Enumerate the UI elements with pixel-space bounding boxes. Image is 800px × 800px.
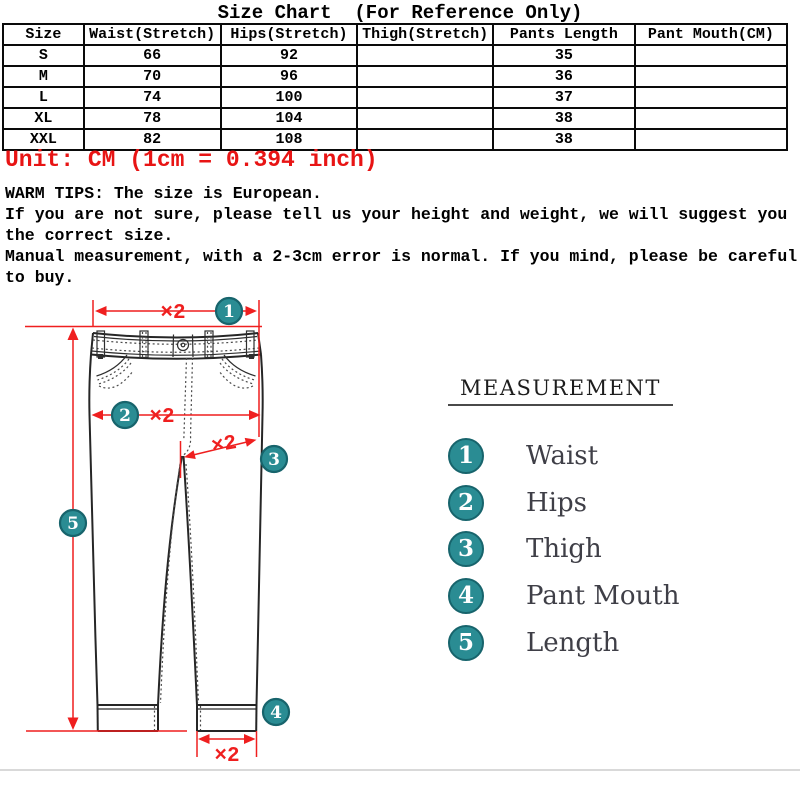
measurement-pant-mouth: ×2 4 <box>196 697 291 768</box>
size-cell: M <box>2 65 85 88</box>
tip-line: the correct size. <box>5 226 174 245</box>
marker-circle-3: 3 <box>259 444 289 474</box>
hips-cell: 100 <box>219 86 359 109</box>
times-label-hips: ×2 <box>149 406 174 429</box>
fly-stitch <box>183 357 194 456</box>
column-header-size: Size <box>2 23 85 46</box>
waist-cell: 82 <box>82 128 222 151</box>
legend-item: 4 Pant Mouth <box>448 573 748 620</box>
legend-item: 5 Length <box>448 619 748 666</box>
table-row: XL 78 104 38 <box>2 107 789 130</box>
column-header-pant-mouth: Pant Mouth(CM) <box>633 23 789 46</box>
column-header-pants-length: Pants Length <box>491 23 636 46</box>
pants-length-cell: 37 <box>491 86 636 109</box>
pant-mouth-cell <box>633 107 789 130</box>
pant-mouth-cell <box>633 86 789 109</box>
measurement-hips: ×2 2 <box>91 400 261 430</box>
waist-cell: 70 <box>82 65 222 88</box>
marker-circle-1: 1 <box>214 296 244 326</box>
legend-number-badge: 3 <box>448 531 484 568</box>
svg-text:3: 3 <box>268 450 280 470</box>
tip-line: to buy. <box>5 268 75 287</box>
waistband <box>90 332 262 360</box>
marker-circle-4: 4 <box>261 697 291 727</box>
pants-length-cell: 38 <box>491 128 636 151</box>
pants-length-cell: 36 <box>491 65 636 88</box>
measurement-waist: ×2 1 <box>25 296 262 437</box>
pants-outline <box>88 330 264 732</box>
svg-text:1: 1 <box>223 302 235 322</box>
table-row: XXL 82 108 38 <box>2 128 789 151</box>
legend-item-label: Thigh <box>526 534 602 565</box>
page-title: Size Chart (For Reference Only) <box>217 2 583 24</box>
legend-item: 2 Hips <box>448 480 748 527</box>
size-cell: XL <box>2 107 85 130</box>
front-pocket-right <box>218 354 256 389</box>
thigh-cell <box>356 65 494 88</box>
svg-text:5: 5 <box>67 514 79 534</box>
legend-items: 1 Waist 2 Hips 3 Thigh 4 Pant Mouth 5 Le… <box>448 433 748 666</box>
column-header-thigh: Thigh(Stretch) <box>356 23 494 46</box>
measurement-thigh: ×2 3 <box>179 432 289 478</box>
size-cell: L <box>2 86 85 109</box>
front-pocket-left <box>96 354 134 389</box>
legend-item-label: Hips <box>526 487 587 518</box>
thigh-cell <box>356 107 494 130</box>
legend-number-badge: 2 <box>448 484 484 521</box>
pant-mouth-cell <box>633 65 789 88</box>
thigh-cell <box>356 128 494 151</box>
cuff-left <box>96 704 159 732</box>
hips-cell: 108 <box>219 128 359 151</box>
column-header-hips: Hips(Stretch) <box>219 23 359 46</box>
size-cell: XXL <box>2 128 85 151</box>
unit-note: Unit: CM (1cm = 0.394 inch) <box>5 147 378 173</box>
legend-item-label: Pant Mouth <box>526 581 680 612</box>
pants-diagram: ×2 1 5 ×2 2 <box>25 296 291 768</box>
thigh-cell <box>356 44 494 67</box>
times-label-thigh: ×2 <box>210 432 239 459</box>
legend-number-badge: 5 <box>448 624 484 661</box>
legend-number-badge: 1 <box>448 438 484 475</box>
svg-text:2: 2 <box>119 406 131 426</box>
table-row: L 74 100 37 <box>2 86 789 109</box>
column-header-waist: Waist(Stretch) <box>82 23 222 46</box>
times-label-waist: ×2 <box>160 302 185 325</box>
waist-cell: 74 <box>82 86 222 109</box>
legend-item: 1 Waist <box>448 433 748 480</box>
size-cell: S <box>2 44 85 67</box>
legend-title: MEASUREMENT <box>448 376 673 406</box>
hips-cell: 92 <box>219 44 359 67</box>
table-header-row: Size Waist(Stretch) Hips(Stretch) Thigh(… <box>2 23 789 46</box>
tip-line: If you are not sure, please tell us your… <box>5 205 788 224</box>
measurement-legend: MEASUREMENT 1 Waist 2 Hips 3 Thigh 4 Pan… <box>448 376 748 661</box>
hips-cell: 96 <box>219 65 359 88</box>
svg-text:4: 4 <box>270 703 282 723</box>
pants-length-cell: 35 <box>491 44 636 67</box>
tip-line: Manual measurement, with a 2-3cm error i… <box>5 247 798 266</box>
thigh-cell <box>356 86 494 109</box>
legend-item: 3 Thigh <box>448 526 748 573</box>
table-row: S 66 92 35 <box>2 44 789 67</box>
pant-mouth-cell <box>633 128 789 151</box>
table-row: M 70 96 36 <box>2 65 789 88</box>
waist-cell: 66 <box>82 44 222 67</box>
cuff-right <box>196 704 258 732</box>
legend-item-label: Length <box>526 627 620 658</box>
hips-cell: 104 <box>219 107 359 130</box>
measurement-length: 5 <box>26 327 187 732</box>
fly-button <box>172 334 194 358</box>
times-label-pant-mouth: ×2 <box>214 745 239 768</box>
size-table: Size Waist(Stretch) Hips(Stretch) Thigh(… <box>2 23 789 151</box>
pants-length-cell: 38 <box>491 107 636 130</box>
pant-mouth-cell <box>633 44 789 67</box>
marker-circle-2: 2 <box>110 400 140 430</box>
legend-number-badge: 4 <box>448 578 484 615</box>
warm-tips: WARM TIPS: The size is European. If you … <box>5 183 797 288</box>
bottom-divider <box>0 769 800 771</box>
belt-loop <box>96 330 255 359</box>
marker-circle-5: 5 <box>58 508 88 538</box>
waist-cell: 78 <box>82 107 222 130</box>
tip-line: WARM TIPS: The size is European. <box>5 184 322 203</box>
legend-item-label: Waist <box>526 441 599 472</box>
